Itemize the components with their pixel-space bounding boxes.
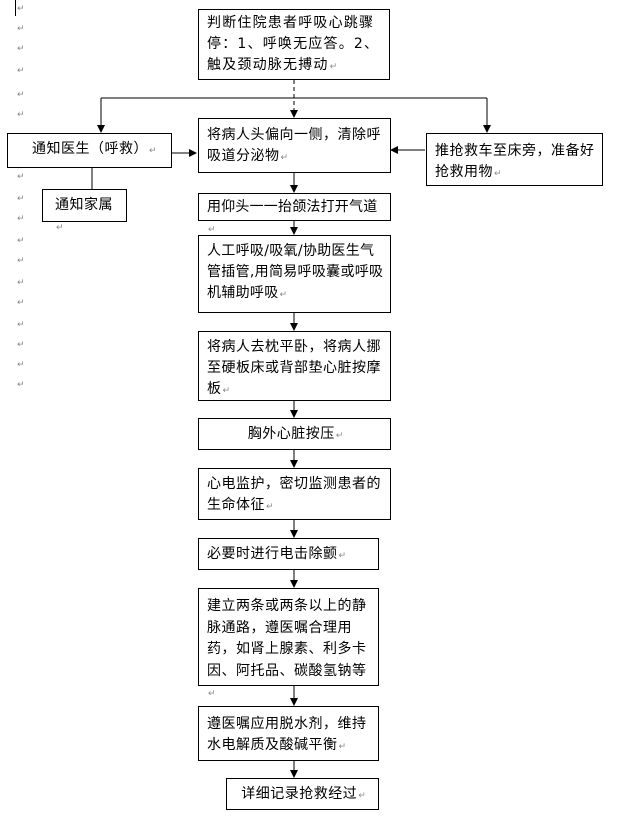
paragraph-mark: ↵ — [208, 225, 216, 235]
paragraph-mark: ↵ — [17, 66, 25, 76]
node-ventilation: 人工呼吸/吸氧/协助医生气管插管,用简易呼吸囊或呼吸机辅助呼吸↵ — [198, 235, 391, 313]
node-notify-doctor-text: 通知医生（呼救） — [32, 141, 148, 157]
paragraph-mark: ↵ — [17, 380, 25, 390]
paragraph-mark: ↵ — [17, 340, 25, 350]
node-judge-arrest-text: 判断住院患者呼吸心跳骤停：1、呼唤无应答。2、触及颈动脉无搏动 — [207, 15, 380, 73]
node-clear-airway-text: 将病人头偏向一侧，清除呼吸道分泌物 — [207, 127, 381, 164]
node-clear-airway: 将病人头偏向一侧，清除呼吸道分泌物↵ — [198, 118, 391, 173]
node-notify-doctor: 通知医生（呼救）↵ — [7, 133, 172, 168]
paragraph-mark: ↵ — [17, 214, 25, 224]
node-record-text: 详细记录抢救经过 — [241, 786, 358, 802]
paragraph-mark: ↵ — [335, 431, 344, 441]
text-cursor — [15, 0, 16, 16]
node-chest-compression-text: 胸外心脏按压 — [247, 426, 335, 442]
paragraph-mark: ↵ — [17, 4, 25, 14]
node-ecg-monitor: 心电监护，密切监测患者的生命体征↵ — [198, 468, 391, 520]
node-chest-compression: 胸外心脏按压↵ — [198, 418, 391, 450]
paragraph-mark: ↵ — [17, 298, 25, 308]
paragraph-mark: ↵ — [329, 62, 338, 72]
node-rescue-cart-text: 推抢救车至床旁，准备好抢救用物 — [435, 143, 595, 180]
paragraph-mark: ↵ — [17, 256, 25, 266]
paragraph-mark: ↵ — [17, 172, 25, 182]
node-open-airway-text: 用仰头一一抬颌法打开气道 — [207, 199, 378, 215]
node-dehydration-text: 遵医嘱应用脱水剂，维持水电解质及酸碱平衡 — [207, 716, 367, 753]
paragraph-mark: ↵ — [17, 360, 25, 370]
paragraph-mark: ↵ — [17, 194, 25, 204]
paragraph-mark: ↵ — [222, 386, 231, 396]
paragraph-mark: ↵ — [338, 742, 347, 752]
node-rescue-cart: 推抢救车至床旁，准备好抢救用物↵ — [426, 133, 603, 186]
node-iv-access: 建立两条或两条以上的静脉通路，遵医嘱合理用药，如肾上腺素、利多卡因、阿托品、碳酸… — [198, 588, 379, 699]
node-record: 详细记录抢救经过↵ — [226, 778, 379, 810]
paragraph-mark: ↵ — [208, 689, 216, 699]
node-defibrillation-text: 必要时进行电击除颤 — [207, 546, 338, 562]
paragraph-mark: ↵ — [17, 320, 25, 330]
paragraph-mark: ↵ — [17, 110, 25, 120]
paragraph-mark: ↵ — [358, 791, 366, 801]
node-flat-position: 将病人去枕平卧，将病人挪至硬板床或背部垫心脏按摩板↵ — [198, 331, 391, 401]
node-flat-position-text: 将病人去枕平卧，将病人挪至硬板床或背部垫心脏按摩板 — [207, 339, 381, 397]
paragraph-mark: ↵ — [17, 90, 25, 100]
node-iv-access-text: 建立两条或两条以上的静脉通路，遵医嘱合理用药，如肾上腺素、利多卡因、阿托品、碳酸… — [207, 598, 367, 679]
paragraph-mark: ↵ — [17, 278, 25, 288]
paragraph-mark: ↵ — [17, 24, 25, 34]
node-ecg-monitor-text: 心电监护，密切监测患者的生命体征 — [207, 476, 381, 513]
node-judge-arrest: 判断住院患者呼吸心跳骤停：1、呼唤无应答。2、触及颈动脉无搏动↵ — [198, 9, 390, 80]
paragraph-mark: ↵ — [17, 236, 25, 246]
paragraph-mark: ↵ — [494, 169, 502, 179]
node-dehydration: 遵医嘱应用脱水剂，维持水电解质及酸碱平衡↵ — [198, 706, 379, 761]
paragraph-mark: ↵ — [149, 146, 157, 156]
paragraph-mark: ↵ — [279, 290, 288, 300]
node-notify-family-text: 通知家属 — [55, 197, 113, 213]
paragraph-mark: ↵ — [280, 153, 289, 163]
paragraph-mark-column: ↵ ↵ ↵ ↵ ↵ ↵ ↵ ↵ ↵ ↵ ↵ ↵ ↵ ↵ ↵ ↵ ↵ — [17, 0, 31, 400]
node-notify-family: 通知家属 ↵ — [42, 189, 127, 233]
node-ventilation-text: 人工呼吸/吸氧/协助医生气管插管,用简易呼吸囊或呼吸机辅助呼吸 — [207, 243, 384, 301]
paragraph-mark: ↵ — [56, 223, 64, 233]
paragraph-mark: ↵ — [338, 551, 347, 561]
node-open-airway: 用仰头一一抬颌法打开气道 ↵ — [198, 193, 391, 235]
paragraph-mark: ↵ — [17, 44, 25, 54]
node-defibrillation: 必要时进行电击除颤↵ — [198, 538, 379, 570]
paragraph-mark: ↵ — [266, 502, 274, 512]
